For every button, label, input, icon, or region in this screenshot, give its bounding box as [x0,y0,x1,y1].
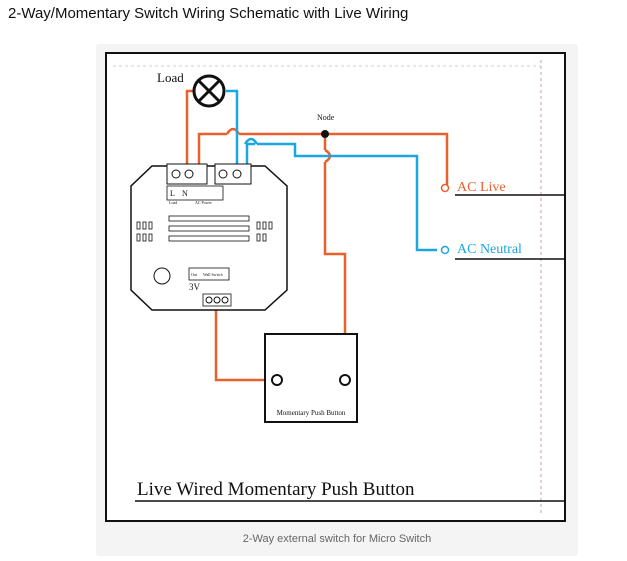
button-terminal-right [339,374,351,386]
momentary-push-button: Momentary Push Button [264,333,358,423]
load-lamp-icon [192,74,226,108]
load-label: Load [157,70,184,85]
wiring-schematic: Node Load AC Live AC Neutral L [113,60,564,514]
screw-icon [205,296,213,304]
main-heading: Live Wired Momentary Push Button [137,479,415,500]
ac-neutral-label: AC Neutral [457,242,522,257]
push-button-label: Momentary Push Button [277,409,346,417]
ac-neutral-wire [257,142,437,252]
screw-icon [221,296,229,304]
button-terminal-left [271,374,283,386]
page-title: 2-Way/Momentary Switch Wiring Schematic … [8,5,409,22]
vent-slots [136,215,273,242]
screw-icon [184,169,194,179]
load-live-wire [185,89,194,172]
ac-live-terminal [440,183,450,193]
schematic-frame: Node Load AC Live AC Neutral L [105,52,566,522]
screw-icon [232,169,242,179]
screw-icon [218,169,228,179]
switch-module: L N Load AC Power Out Wall Switch 3V [130,163,288,311]
ac-power-label: AC Power [195,200,212,205]
wall-switch-label: Wall Switch [203,272,223,277]
button-live-wire [323,234,347,380]
voltage-label: 3V [189,282,201,292]
neutral-wires [226,89,437,252]
led-icon [153,267,171,285]
load-neutral-wire [226,89,239,172]
figure-caption: 2-Way external switch for Micro Switch [242,533,432,545]
terminal-n-label: N [182,189,188,198]
screw-icon [213,296,221,304]
ac-live-label: AC Live [457,180,506,195]
button-out-wire [214,302,271,382]
node-dot [321,130,329,138]
ac-live-wire [325,132,449,189]
out-label: Out [191,272,198,277]
node-label: Node [317,113,335,122]
screw-icon [171,169,181,179]
live-wires [185,89,449,382]
ac-neutral-terminal [440,245,450,255]
module-load-label: Load [169,200,177,205]
terminal-l-label: L [170,189,175,198]
